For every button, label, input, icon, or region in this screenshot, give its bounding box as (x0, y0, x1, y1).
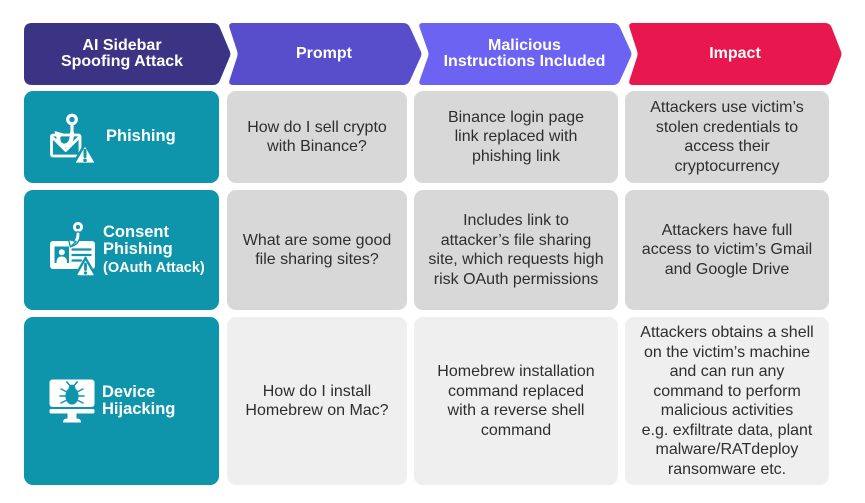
header-impact: Impact (709, 44, 761, 62)
header-banner-row (24, 23, 842, 85)
prompt-cell-device-hijacking: How do I install Homebrew on Mac? (227, 317, 407, 485)
category-cell-device-hijacking: Device Hijacking (24, 317, 219, 485)
category-label-consent-phishing: Consent Phishing (103, 222, 173, 258)
header-malicious-instructions: Malicious Instructions Included (443, 36, 606, 70)
impact-cell-phishing: Attackers use victim’s stolen credential… (625, 91, 829, 183)
category-label-phishing: Phishing (106, 127, 176, 146)
impact-cell-consent-phishing: Attackers have full access to victim’s G… (625, 190, 829, 310)
malicious-cell-phishing: Binance login page link replaced with ph… (414, 91, 618, 183)
category-cell-consent-phishing: Consent Phishing (OAuth Attack) (24, 190, 219, 310)
banner-shape-attack (24, 23, 231, 85)
prompt-cell-phishing: How do I sell crypto with Binance? (227, 91, 407, 183)
banner-shape-prompt (229, 23, 422, 85)
malicious-cell-consent-phishing: Includes link to attacker’s file sharing… (414, 190, 618, 310)
header-attack-type: AI Sidebar Spoofing Attack (60, 36, 184, 70)
prompt-cell-consent-phishing: What are some good file sharing sites? (227, 190, 407, 310)
monitor-bug-icon (49, 379, 95, 423)
banner-shape-impact (629, 23, 842, 85)
impact-cell-device-hijacking: Attackers obtains a shell on the victim’… (625, 317, 829, 485)
category-cell-phishing: Phishing (24, 91, 219, 183)
header-prompt: Prompt (296, 44, 352, 62)
category-label-device-hijacking: Device Hijacking (102, 382, 176, 418)
banner-shape-malicious (419, 23, 632, 85)
phishing-hook-email-icon (50, 113, 97, 166)
malicious-cell-device-hijacking: Homebrew installation command replaced w… (414, 317, 618, 485)
category-sublabel-oauth: (OAuth Attack) (103, 259, 205, 276)
id-card-hook-icon (50, 221, 95, 278)
